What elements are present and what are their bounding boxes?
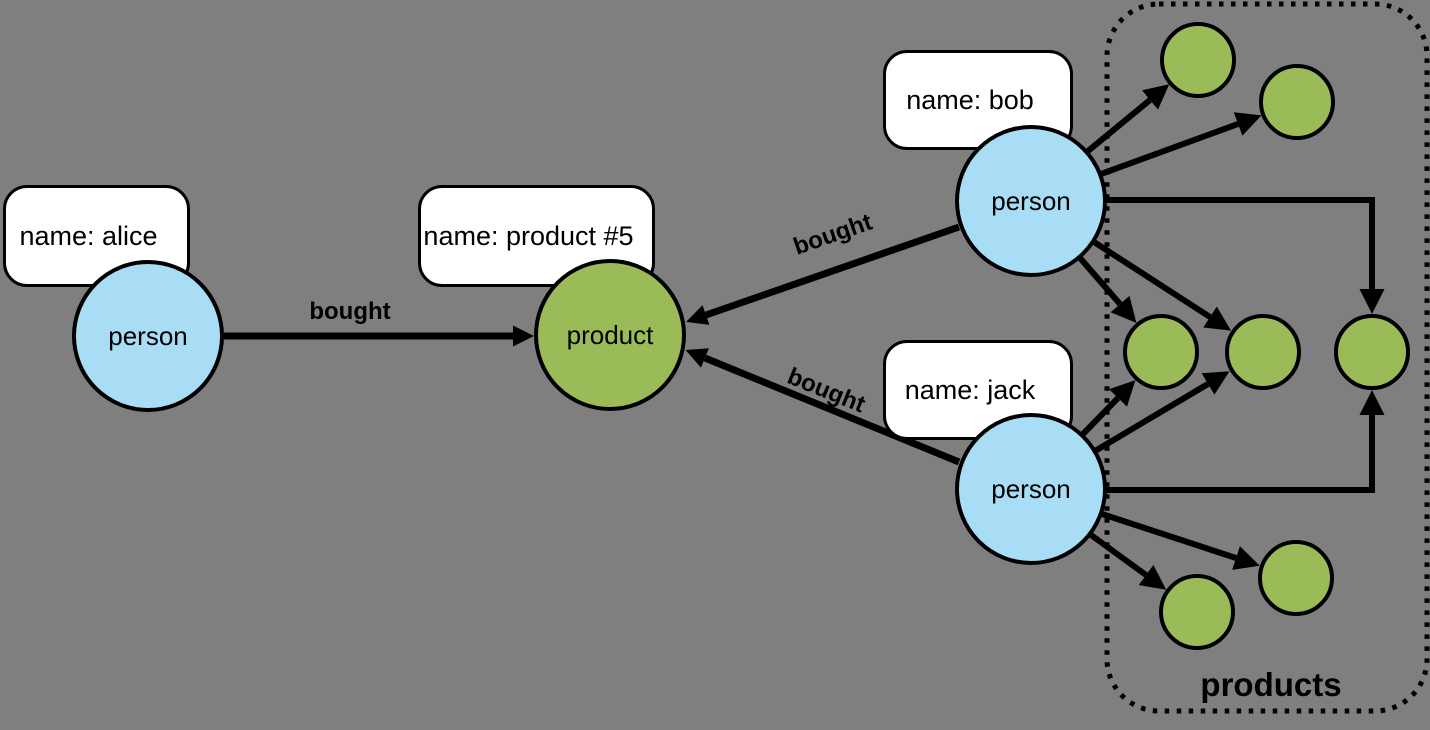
edge-jack-product-5 (1089, 532, 1167, 590)
edge-jack-bought (685, 348, 961, 466)
property-text-alice: name: alice (19, 220, 158, 251)
edge-jack-product-2 (1093, 371, 1230, 454)
edge-bob-product-2 (1099, 112, 1262, 177)
edge-bob-bought (686, 223, 961, 325)
edge-bob-product-1 (1086, 84, 1170, 154)
products-group-boundary (1104, 1, 1430, 714)
edge-jack-product-3 (1106, 389, 1385, 493)
product-node (1123, 314, 1199, 390)
edge-label-bought-alice: bought (309, 298, 391, 325)
product-node (1160, 22, 1236, 98)
edge-bob-product-5 (1106, 197, 1385, 315)
node-jack-label: person (991, 473, 1071, 504)
product-node (1259, 64, 1335, 140)
node-alice-label: person (108, 320, 188, 351)
edge-jack-product-4 (1101, 511, 1260, 570)
edge-jack-product-1 (1079, 380, 1136, 438)
node-product5-label: product (566, 319, 654, 350)
property-text-bob: name: bob (906, 84, 1034, 115)
products-group-label: products (1200, 666, 1342, 703)
node-alice: person (72, 260, 224, 412)
product-node (1334, 314, 1410, 390)
node-product5: product (534, 259, 686, 411)
product-node (1159, 574, 1235, 650)
edge-bob-product-4 (1092, 239, 1232, 331)
product-node (1258, 540, 1334, 616)
node-bob: person (955, 125, 1107, 277)
node-jack: person (955, 413, 1107, 565)
node-bob-label: person (991, 185, 1071, 216)
property-text-product5: name: product #5 (423, 220, 634, 251)
edge-bob-product-3 (1077, 256, 1137, 323)
property-text-jack: name: jack (904, 374, 1036, 405)
product-node (1225, 314, 1301, 390)
